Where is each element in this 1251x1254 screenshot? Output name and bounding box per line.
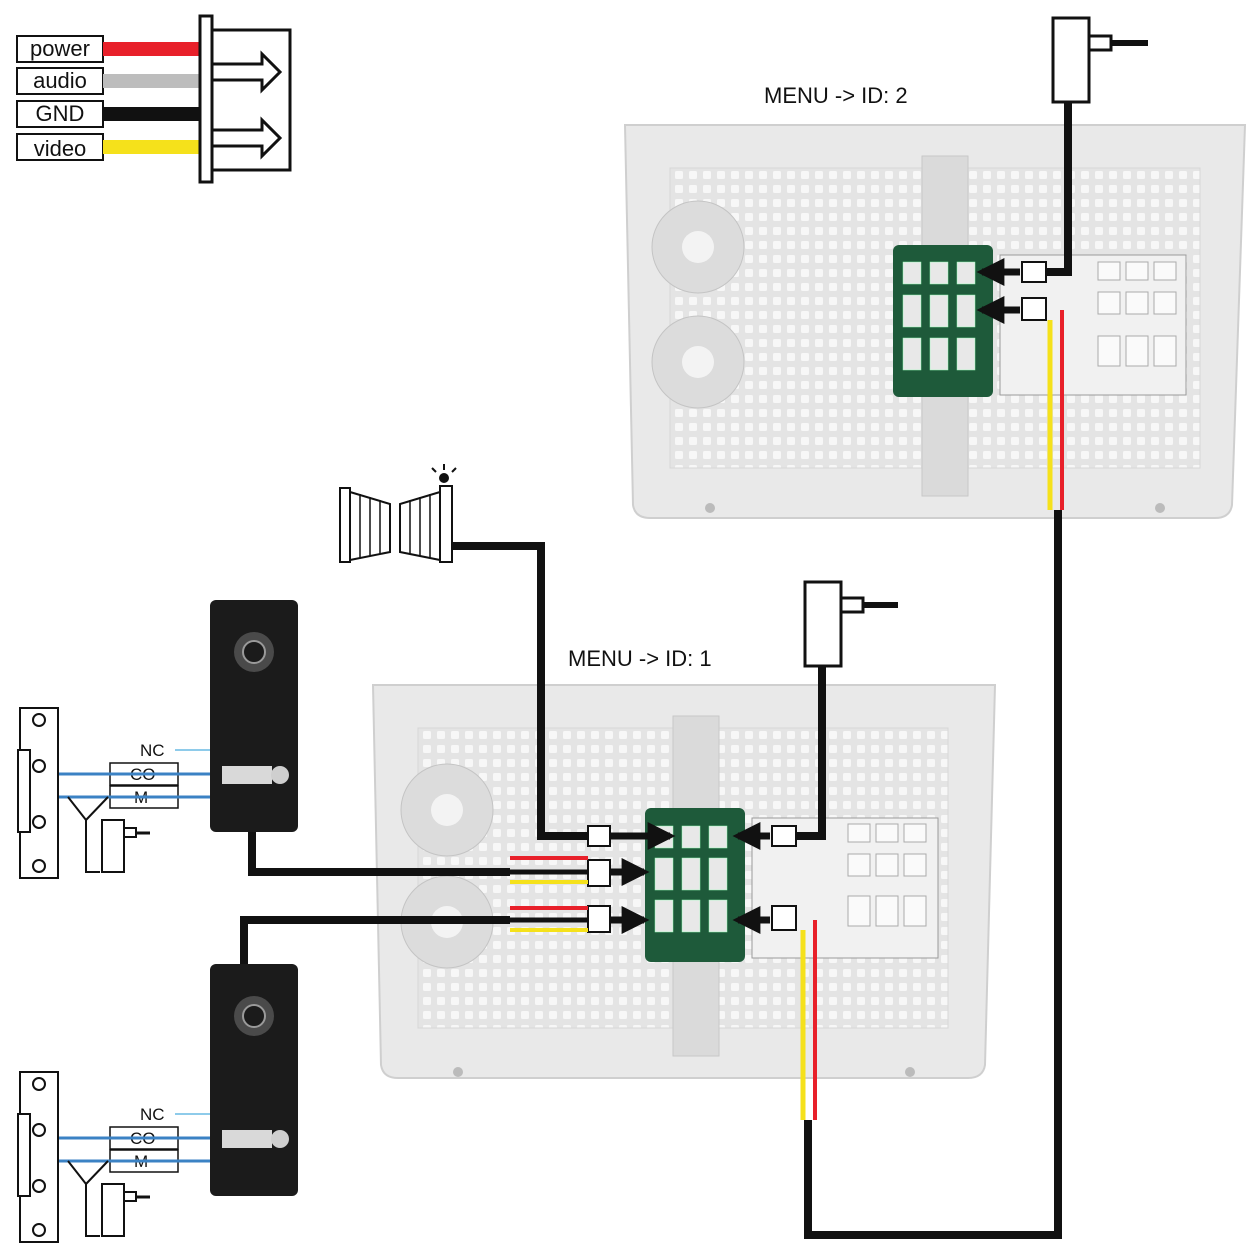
legend-item-audio: audio [16, 67, 203, 95]
monitor-id-2-label: MENU -> ID: 2 [764, 83, 908, 108]
pcb-board [645, 808, 745, 962]
legend-label-audio: audio [33, 68, 87, 93]
door-station-2: NC CO M [17, 906, 588, 1243]
legend-swatch-audio [103, 74, 203, 88]
pcb-board [893, 245, 993, 397]
speaker-grille-icon [651, 200, 745, 409]
bus-cable-monitor-1-to-2 [800, 310, 1064, 1239]
call-button [271, 766, 289, 784]
legend-label-video: video [34, 136, 87, 161]
connector-sketch-icon [198, 14, 292, 184]
door-station-2-connector [587, 905, 611, 933]
plug-adapter-icon [803, 580, 898, 668]
gate-icon [339, 464, 457, 563]
door-station-1-connector [587, 859, 611, 887]
call-button-name-plate [222, 1130, 272, 1148]
legend-label-power: power [30, 36, 90, 61]
legend-swatch-video [103, 140, 203, 154]
legend-swatch-gnd [103, 107, 203, 121]
gate-connector [587, 825, 611, 847]
door-station-1: NC CO M [17, 600, 588, 884]
monitor-id-1-label: MENU -> ID: 1 [568, 646, 712, 671]
monitor-id-1: MENU -> ID: 1 [371, 646, 997, 1079]
bus-connector [771, 905, 797, 931]
relay-nc-label: NC [140, 1105, 165, 1124]
power-cable-monitor-2 [1046, 102, 1072, 276]
power-connector [1021, 261, 1047, 283]
call-button-name-plate [222, 766, 272, 784]
legend-item-power: power [16, 35, 203, 63]
legend-item-video: video [16, 133, 203, 161]
power-connector [771, 825, 797, 847]
power-cable-monitor-1 [796, 666, 826, 840]
bus-connector [1021, 297, 1047, 321]
plug-adapter-icon [101, 1183, 150, 1237]
legend-swatch-power [103, 42, 203, 56]
monitor-id-2: MENU -> ID: 2 [623, 83, 1247, 519]
relay-nc-label: NC [140, 741, 165, 760]
legend-item-gnd: GND [16, 100, 203, 128]
call-button [271, 1130, 289, 1148]
wire-color-legend: power audio GND video [16, 14, 292, 184]
camera-lens-icon [234, 632, 274, 672]
plug-adapter-icon [101, 819, 150, 873]
door-lock-icon [17, 707, 59, 879]
camera-lens-icon [234, 996, 274, 1036]
legend-label-gnd: GND [36, 101, 85, 126]
plug-adapter-icon [1051, 16, 1148, 104]
gate-cable [452, 542, 588, 840]
door-lock-icon [17, 1071, 59, 1243]
